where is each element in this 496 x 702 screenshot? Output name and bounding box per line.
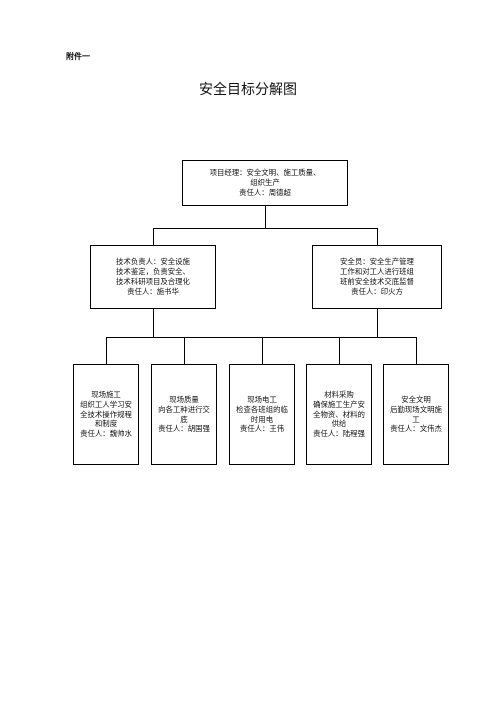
box-site-electrician: 现场电工 检查各班组的临 时用电 责任人：王伟 [229, 364, 295, 465]
box-text: 供给 [331, 419, 347, 429]
box-site-quality: 现场质量 向各工种进行交 底 责任人：胡国强 [151, 364, 217, 465]
box-text: 项目经理：安全文明、施工质量、 [209, 168, 321, 178]
box-text: 全物资、材料的 [313, 409, 365, 419]
box-safety-officer: 安全员：安全生产管理 工作和对工人进行班组 班前安全技术交底监督 责任人：印火方 [312, 245, 442, 309]
connector-to-safety [377, 228, 378, 245]
box-text: 技术科研项目及合理化 [116, 277, 190, 286]
connector-to-tech [153, 228, 154, 245]
annex-label: 附件一 [66, 52, 90, 61]
box-text: 材料采购 [324, 389, 354, 399]
box-text: 责任人：周德超 [239, 187, 291, 197]
box-text: 现场电工 [247, 394, 277, 404]
connector-tech-down [153, 309, 154, 337]
box-text: 安全文明 [401, 394, 431, 404]
box-text: 责任人：王伟 [239, 424, 285, 434]
box-text: 责任人：施书华 [127, 286, 179, 296]
box-text: 工作和对工人进行班组 [340, 267, 414, 277]
connector-middle-bar [153, 228, 378, 229]
box-text: 确保施工生产安 [313, 399, 365, 409]
box-safety-civilization: 安全文明 后勤现场文明施 工 责任人：文伟杰 [383, 364, 449, 465]
box-material-procurement: 材料采购 确保施工生产安 全物资、材料的 供给 责任人：陆程强 [306, 364, 372, 465]
connector-to-civilization [416, 337, 417, 364]
box-text: 检查各班组的临 [236, 404, 288, 414]
box-text: 组织生产 [250, 178, 280, 187]
box-text: 组织工人学习安 [80, 399, 132, 409]
box-text: 责任人：胡国强 [158, 424, 210, 434]
box-text: 责任人：陆程强 [313, 429, 365, 439]
connector-to-electrician [262, 337, 263, 364]
box-text: 全技术操作规程 [80, 409, 132, 419]
box-technical-lead: 技术负责人：安全设施 技术鉴定，负责安全、 技术科研项目及合理化 责任人：施书华 [90, 245, 216, 309]
connector-bottom-bar [106, 337, 416, 338]
box-text: 后勤现场文明施 [390, 404, 442, 414]
page-title: 安全目标分解图 [199, 82, 297, 98]
connector-safety-down [377, 309, 378, 337]
box-site-construction: 现场施工 组织工人学习安 全技术操作规程 和制度 责任人：魏帅水 [73, 364, 139, 465]
connector-top-down [265, 206, 266, 228]
box-text: 向各工种进行交 [158, 404, 210, 414]
box-text: 技术负责人：安全设施 [116, 257, 190, 267]
box-text: 技术鉴定，负责安全、 [116, 267, 190, 277]
box-text: 时用电 [250, 414, 274, 424]
box-text: 责任人：印火方 [351, 286, 403, 296]
box-project-manager: 项目经理：安全文明、施工质量、 组织生产 责任人：周德超 [182, 160, 348, 206]
box-text: 现场施工 [91, 389, 121, 399]
box-text: 和制度 [94, 419, 118, 429]
box-text: 底 [180, 414, 188, 424]
box-text: 现场质量 [169, 394, 199, 404]
box-text: 班前安全技术交底监督 [340, 277, 414, 286]
connector-to-quality [184, 337, 185, 364]
box-text: 责任人：魏帅水 [80, 429, 132, 439]
box-text: 责任人：文伟杰 [390, 424, 442, 434]
box-text: 工 [412, 414, 420, 424]
box-text: 安全员：安全生产管理 [340, 257, 414, 267]
connector-to-procurement [339, 337, 340, 364]
connector-to-construction [106, 337, 107, 364]
